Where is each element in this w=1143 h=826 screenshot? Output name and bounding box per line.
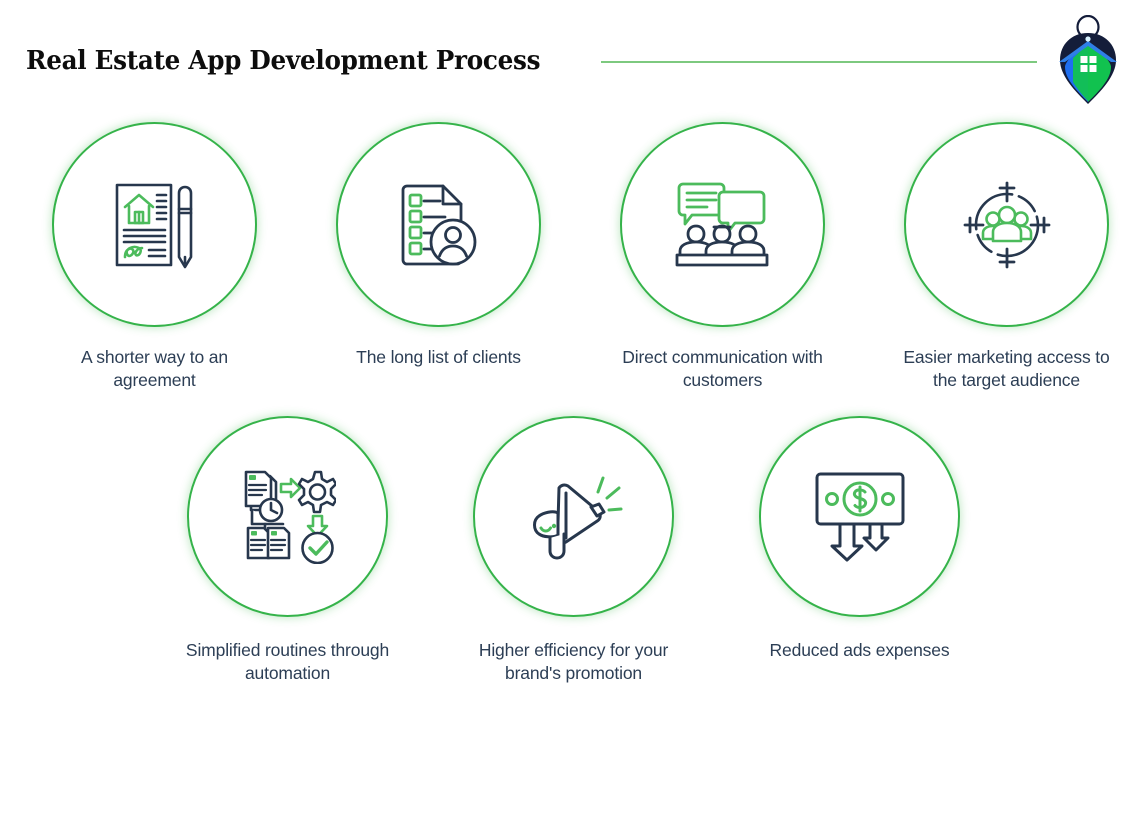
client-checklist-icon <box>401 184 476 265</box>
target-audience-icon <box>963 181 1050 268</box>
feature-agreement[interactable]: A shorter way to an agreement <box>51 122 258 393</box>
money-decrease-icon <box>815 472 904 562</box>
page-title: Real Estate App Development Process <box>26 44 541 76</box>
automation-workflow-icon <box>244 470 336 565</box>
feature-clients-caption: The long list of clients <box>356 347 521 367</box>
feature-marketing-circle[interactable] <box>904 122 1109 327</box>
megaphone-icon <box>532 476 622 560</box>
contract-signature-icon <box>115 183 192 268</box>
title-divider-rule <box>600 61 1037 63</box>
feature-grid: A shorter way to an agreement <box>0 122 1143 685</box>
feature-ads-expenses[interactable]: Reduced ads expenses <box>756 415 963 662</box>
feature-row-1: A shorter way to an agreement <box>0 122 1143 393</box>
feature-clients-circle[interactable] <box>336 122 541 327</box>
feature-promotion-circle[interactable] <box>473 415 674 617</box>
feature-clients[interactable]: The long list of clients <box>335 122 542 369</box>
meeting-chat-icon <box>675 182 768 266</box>
feature-ads-expenses-circle[interactable] <box>759 415 960 617</box>
feature-communication-circle[interactable] <box>620 122 825 327</box>
feature-marketing[interactable]: Easier marketing access to the target au… <box>903 122 1110 393</box>
feature-ads-expenses-caption: Reduced ads expenses <box>769 639 950 660</box>
real-estate-pin-logo <box>1059 15 1117 104</box>
feature-promotion[interactable]: Higher efficiency for your brand's promo… <box>470 415 677 686</box>
feature-communication-caption: Direct communication with customers <box>622 347 823 391</box>
page-header: Real Estate App Development Process <box>0 0 1143 122</box>
feature-agreement-circle[interactable] <box>52 122 257 327</box>
feature-automation-circle[interactable] <box>187 415 388 617</box>
feature-row-2: Simplified routines through automation <box>0 415 1143 686</box>
feature-automation-caption: Simplified routines through automation <box>185 639 390 683</box>
feature-agreement-caption: A shorter way to an agreement <box>81 347 228 391</box>
feature-communication[interactable]: Direct communication with customers <box>619 122 826 393</box>
feature-automation[interactable]: Simplified routines through automation <box>184 415 391 686</box>
feature-marketing-caption: Easier marketing access to the target au… <box>903 347 1110 391</box>
feature-promotion-caption: Higher efficiency for your brand's promo… <box>478 639 669 683</box>
